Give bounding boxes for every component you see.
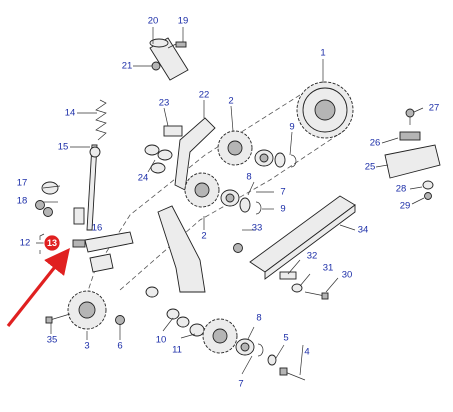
part-chain-segment [84, 231, 134, 273]
label-part-8-upper: 8 [246, 172, 251, 183]
label-part-29: 29 [400, 201, 411, 212]
label-part-13: 13 [47, 238, 57, 248]
part-bolt-30 [304, 291, 329, 300]
part-circlip-middle [255, 201, 262, 215]
part-washer-upper [274, 152, 286, 168]
part-sleeve-16 [73, 207, 85, 225]
part-sprocket-upper [217, 130, 253, 166]
label-part-14: 14 [65, 108, 76, 119]
part-large-sprocket [296, 81, 354, 139]
part-plate-26 [399, 131, 421, 141]
part-spacer-32 [279, 271, 297, 280]
leader-lines [36, 27, 425, 376]
part-washer-28 [422, 180, 434, 190]
part-tension-rod [86, 144, 101, 231]
label-part-2-upper: 2 [228, 96, 233, 107]
part-labels: 20 19 21 1 14 15 23 22 2 9 24 17 18 16 8… [17, 16, 440, 390]
part-bolt-4 [279, 367, 306, 381]
label-part-24: 24 [138, 173, 149, 184]
label-part-19: 19 [178, 16, 189, 27]
part-nut-29 [424, 192, 432, 200]
label-part-12: 12 [20, 238, 31, 249]
part-bolt-small [167, 41, 187, 49]
label-part-11: 11 [172, 345, 182, 356]
highlight-badge [43, 234, 61, 252]
label-part-27: 27 [429, 103, 440, 114]
label-part-17: 17 [17, 178, 28, 189]
label-part-20: 20 [148, 16, 159, 27]
label-part-33: 33 [252, 223, 263, 234]
label-part-6: 6 [117, 341, 122, 352]
part-bushing-lower [235, 338, 255, 356]
label-part-2-middle: 2 [201, 231, 206, 242]
label-part-16: 16 [92, 223, 103, 234]
part-washer-5-left [145, 286, 159, 298]
part-bolt-35 [45, 313, 71, 324]
label-part-22: 22 [199, 90, 210, 101]
part-nut-33 [233, 243, 243, 253]
part-washer-middle [239, 197, 251, 213]
label-part-26: 26 [370, 138, 381, 149]
part-spring [95, 99, 107, 141]
part-pin [149, 37, 189, 81]
part-sprocket-lower [202, 318, 238, 354]
label-part-10: 10 [156, 335, 167, 346]
label-part-8-lower: 8 [256, 313, 261, 324]
part-sprocket-lower-left [67, 290, 107, 330]
part-screw-27 [405, 108, 415, 125]
label-part-35: 35 [47, 335, 58, 346]
part-housing-25 [384, 144, 441, 179]
part-washer-31 [291, 283, 303, 293]
part-bushing-upper [254, 149, 274, 167]
part-circlip-lower [257, 343, 264, 357]
label-part-9-middle: 9 [280, 204, 285, 215]
part-bracket-12 [39, 233, 45, 254]
part-connecting-link [72, 239, 86, 248]
part-circlip-upper [290, 154, 297, 168]
part-tensioner-arm [157, 205, 206, 293]
label-part-3: 3 [84, 341, 89, 352]
label-part-21: 21 [122, 61, 133, 72]
part-washer-17 [41, 181, 59, 195]
part-bracket [174, 117, 216, 191]
part-spacer-11 [189, 323, 205, 337]
highlight-arrow [6, 247, 70, 327]
label-part-15: 15 [58, 142, 69, 153]
label-part-5: 5 [283, 333, 288, 344]
label-part-23: 23 [159, 98, 170, 109]
part-sprocket-middle [184, 172, 220, 208]
part-bushing-middle [220, 189, 240, 207]
label-part-28: 28 [396, 184, 407, 195]
label-part-34: 34 [358, 225, 369, 236]
label-part-9-upper: 9 [289, 122, 294, 133]
part-nut-6 [115, 315, 125, 325]
label-part-7-upper: 7 [280, 187, 285, 198]
label-part-32: 32 [307, 251, 318, 262]
part-nuts-18 [35, 200, 53, 217]
label-part-7-lower: 7 [238, 379, 243, 390]
label-part-4: 4 [304, 347, 309, 358]
part-rollers [144, 144, 173, 174]
part-shaft-23 [163, 125, 183, 137]
part-washer-5-lower [267, 354, 277, 366]
label-part-25: 25 [365, 162, 376, 173]
part-washers-10 [166, 308, 190, 328]
label-part-1: 1 [320, 48, 325, 59]
label-part-18: 18 [17, 196, 28, 207]
label-part-31: 31 [323, 263, 334, 274]
label-part-30: 30 [342, 270, 353, 281]
part-nut-21 [151, 61, 161, 71]
part-guide-rail [249, 195, 356, 280]
